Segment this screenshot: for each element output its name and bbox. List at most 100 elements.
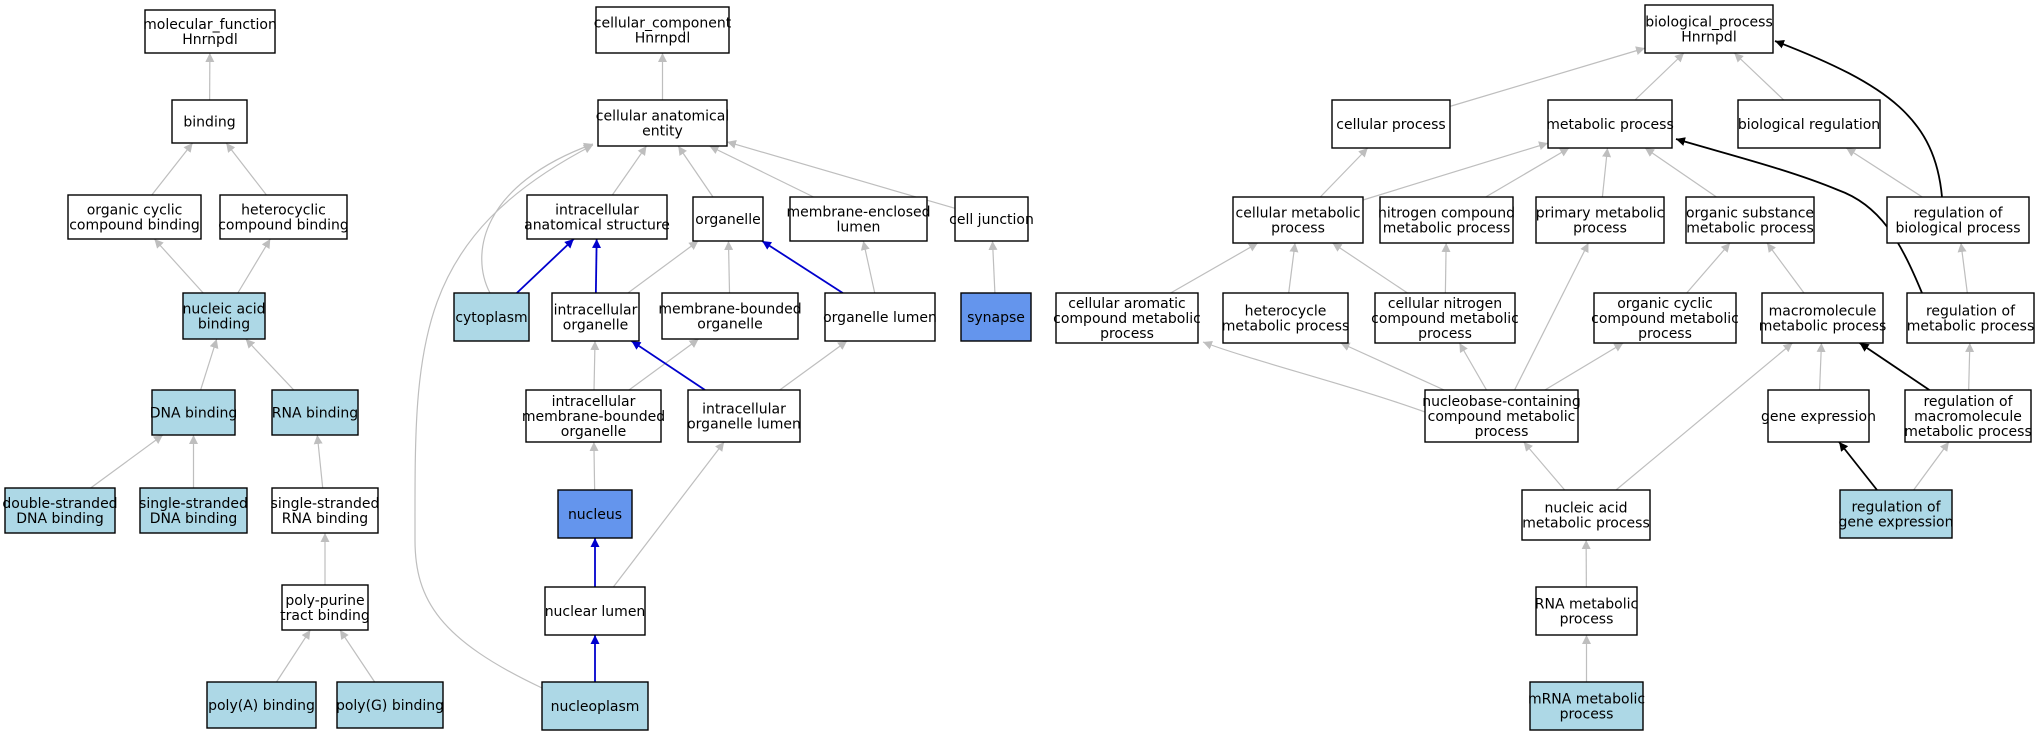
node-box [219, 194, 348, 240]
node-ol[interactable]: organelle lumen [823, 292, 937, 342]
node-label: biological_process [1645, 15, 1773, 31]
edge-rnab-to-nab [245, 338, 295, 391]
edge-hmp-to-cmp [1288, 242, 1299, 294]
edge-polya-to-ppt [275, 629, 311, 683]
node-box [1521, 489, 1651, 541]
node-label: molecular_function [143, 17, 277, 33]
node-label: compound binding [218, 218, 349, 234]
node-ge[interactable]: gene expression [1761, 389, 1876, 443]
edge-nab-to-hccb [237, 238, 271, 294]
edge-ol-to-organelle [761, 240, 844, 294]
node-box [1906, 292, 2035, 344]
edge-cncmp-to-ncmp [1441, 242, 1451, 294]
node-label: double-stranded [2, 496, 117, 512]
node-label: metabolic process [1546, 117, 1674, 133]
edge-mel-to-cae [709, 145, 814, 198]
node-rnab[interactable]: RNA binding [271, 389, 359, 436]
edge-pmp-to-mp [1601, 147, 1612, 198]
node-label: membrane-enclosed [786, 205, 930, 221]
node-box [1547, 99, 1673, 149]
node-box [541, 681, 649, 731]
node-binding[interactable]: binding [171, 99, 248, 144]
node-nl[interactable]: nuclear lumen [544, 586, 646, 636]
node-synapse[interactable]: synapse [960, 292, 1032, 342]
node-organelle[interactable]: organelle [692, 196, 764, 242]
edge-nbcmp-to-occmp [1544, 342, 1624, 391]
node-box [1839, 489, 1953, 539]
node-box [4, 487, 116, 534]
node-label: organic cyclic [1617, 296, 1713, 312]
node-np[interactable]: nucleoplasm [541, 681, 649, 731]
node-label: regulation of [1851, 500, 1941, 516]
node-box [1331, 99, 1451, 149]
edge-ol-to-mel [860, 240, 876, 294]
node-box [824, 292, 936, 342]
node-label: nucleic acid [182, 302, 265, 318]
node-label: cellular metabolic [1236, 206, 1361, 222]
edge-rge-to-ge [1838, 441, 1878, 491]
node-label: metabolic process [1759, 319, 1887, 335]
node-box [1535, 586, 1638, 636]
edge-cacmp-to-cmp [1170, 242, 1259, 294]
node-cyto[interactable]: cytoplasm [453, 292, 530, 342]
edge-imbo-to-mbo [628, 338, 699, 391]
node-label: RNA metabolic [1535, 597, 1638, 613]
edge-nab-to-occb [153, 238, 204, 294]
edge-dsdna-to-dnab [90, 434, 164, 489]
node-label: synapse [967, 310, 1025, 326]
node-label: DNA binding [150, 406, 237, 422]
node-polya[interactable]: poly(A) binding [206, 681, 317, 729]
edge-iol-to-ol [779, 340, 848, 391]
node-label: organelle [563, 318, 628, 334]
node-polyg[interactable]: poly(G) binding [336, 681, 444, 729]
node-label: macromolecule [1914, 409, 2022, 425]
node-label: process [1418, 326, 1472, 342]
node-cp[interactable]: cellular process [1331, 99, 1451, 149]
node-label: anatomical structure [524, 218, 670, 234]
node-br[interactable]: biological regulation [1737, 99, 1881, 149]
node-box [526, 194, 668, 240]
edge-namp-to-nbcmp [1523, 441, 1566, 491]
node-label: compound metabolic [1428, 409, 1576, 425]
node-dnab[interactable]: DNA binding [150, 389, 237, 436]
node-label: nucleobase-containing [1422, 394, 1581, 410]
node-cj[interactable]: cell junction [949, 196, 1034, 242]
node-label: single-stranded [139, 496, 248, 512]
node-mp[interactable]: metabolic process [1546, 99, 1674, 149]
node-nucleus[interactable]: nucleus [557, 489, 633, 539]
